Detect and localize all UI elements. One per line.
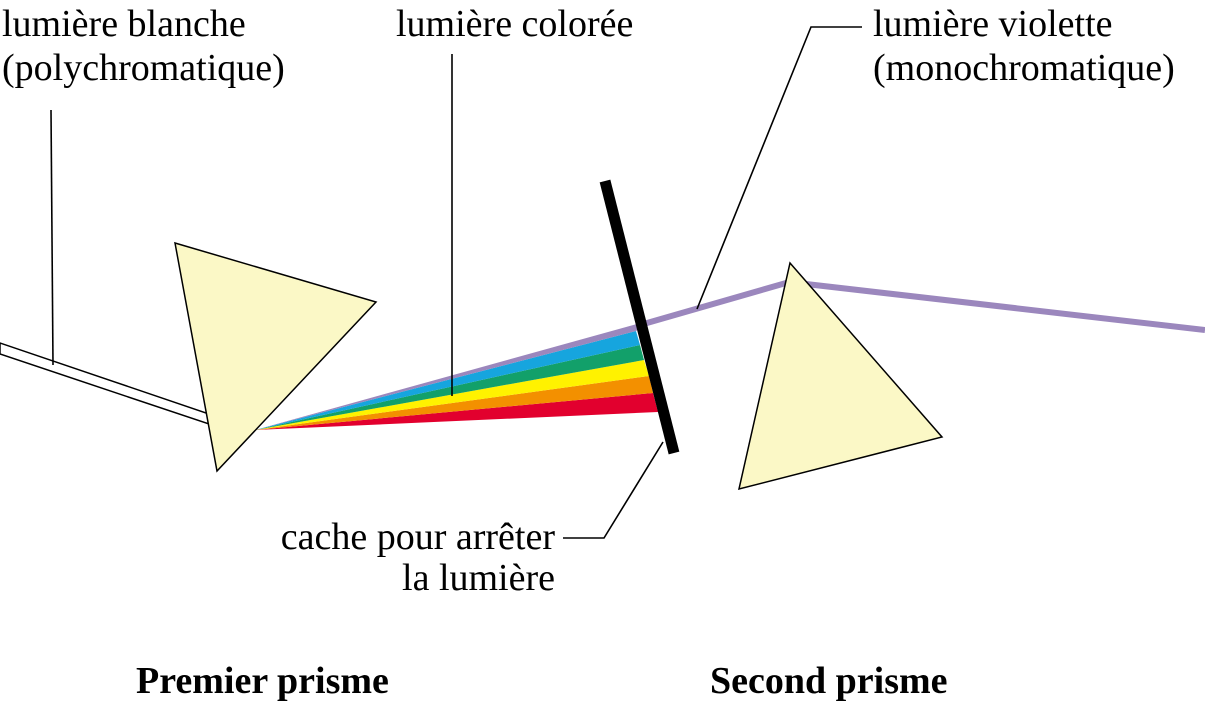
- label-white-light-line2: (polychromatique): [2, 47, 285, 89]
- spectrum-red-band: [255, 393, 658, 430]
- labels: lumière blanche (polychromatique) lumièr…: [2, 3, 1175, 702]
- leader-violet-light: [696, 26, 862, 310]
- white-light-beam-band: [0, 342, 213, 427]
- white-light-beam: [0, 342, 213, 427]
- label-screen-line2: la lumière: [402, 557, 555, 599]
- spectrum-green-band: [255, 345, 644, 430]
- spectrum-orange-band: [255, 376, 653, 430]
- label-first-prism: Premier prisme: [136, 660, 389, 702]
- spectrum-violet-band: [255, 324, 644, 430]
- violet-light-ray: [639, 280, 1205, 333]
- leader-screen: [563, 441, 664, 539]
- label-second-prism: Second prisme: [710, 660, 948, 702]
- second-prism: [737, 261, 944, 491]
- spectrum-blue-band: [255, 331, 640, 430]
- label-white-light-line1: lumière blanche: [2, 3, 246, 45]
- label-violet-light-line2: (monochromatique): [873, 47, 1175, 89]
- first-prism: [174, 241, 378, 473]
- light-blocking-screen: [599, 179, 680, 455]
- label-colored-light: lumière colorée: [396, 3, 633, 45]
- leader-white-light: [50, 109, 54, 366]
- label-screen-line1: cache pour arrêter: [281, 516, 556, 558]
- leader-lines: [50, 26, 862, 539]
- label-violet-light-line1: lumière violette: [873, 3, 1113, 45]
